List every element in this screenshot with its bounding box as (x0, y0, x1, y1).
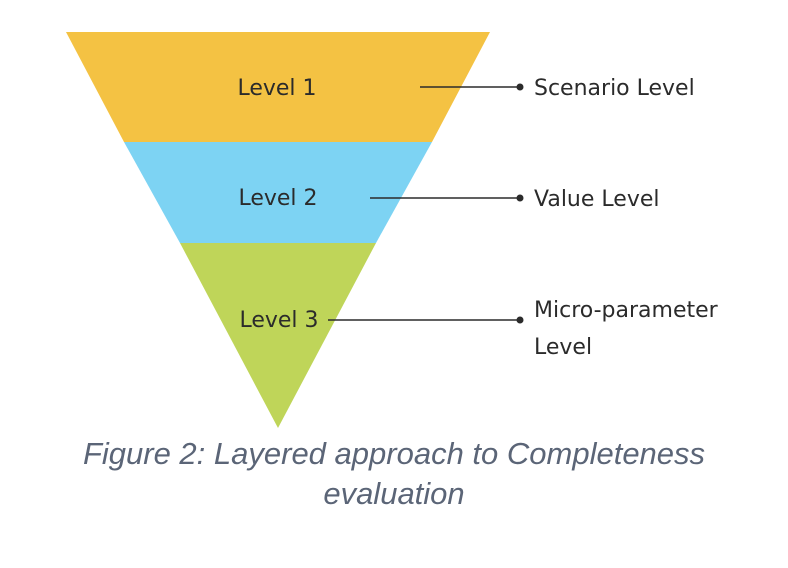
level-3-description-line-1: Micro-parameter (534, 298, 719, 323)
layered-pyramid-diagram: Level 1 Level 2 Level 3 Scenario Level V… (66, 32, 719, 428)
level-1-connector-dot (516, 83, 524, 91)
level-2-description: Value Level (534, 187, 659, 212)
level-2-band (124, 142, 432, 243)
level-1-description: Scenario Level (534, 76, 695, 101)
caption-line-2: evaluation (323, 476, 465, 511)
level-3-band (180, 243, 376, 428)
caption-line-1: Figure 2: Layered approach to Completene… (82, 436, 706, 471)
level-1-label: Level 1 (237, 76, 316, 101)
level-1-band (66, 32, 490, 142)
level-3-connector-dot (516, 316, 524, 324)
level-3-description-line-2: Level (534, 335, 592, 360)
level-2-label: Level 2 (238, 186, 317, 211)
figure-caption: Figure 2: Layered approach to Completene… (40, 434, 748, 514)
level-3-label: Level 3 (239, 308, 318, 333)
level-2-connector-dot (516, 194, 524, 202)
